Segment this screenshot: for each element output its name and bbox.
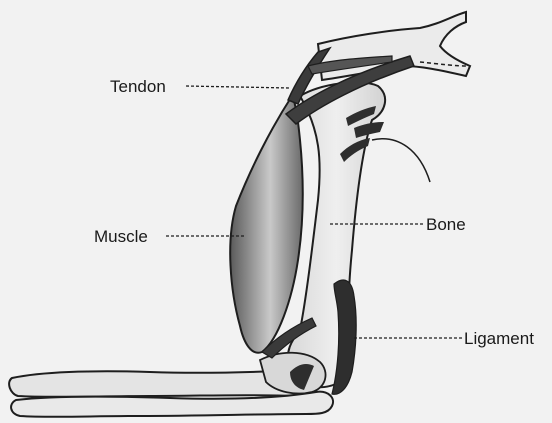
bone-label: Bone (426, 215, 466, 234)
muscle-label: Muscle (94, 227, 148, 246)
ligament-label: Ligament (464, 329, 534, 348)
tendon-label: Tendon (110, 77, 166, 96)
muscle (230, 96, 303, 353)
curve-line (372, 139, 430, 182)
tendon-leader-line (186, 86, 290, 88)
